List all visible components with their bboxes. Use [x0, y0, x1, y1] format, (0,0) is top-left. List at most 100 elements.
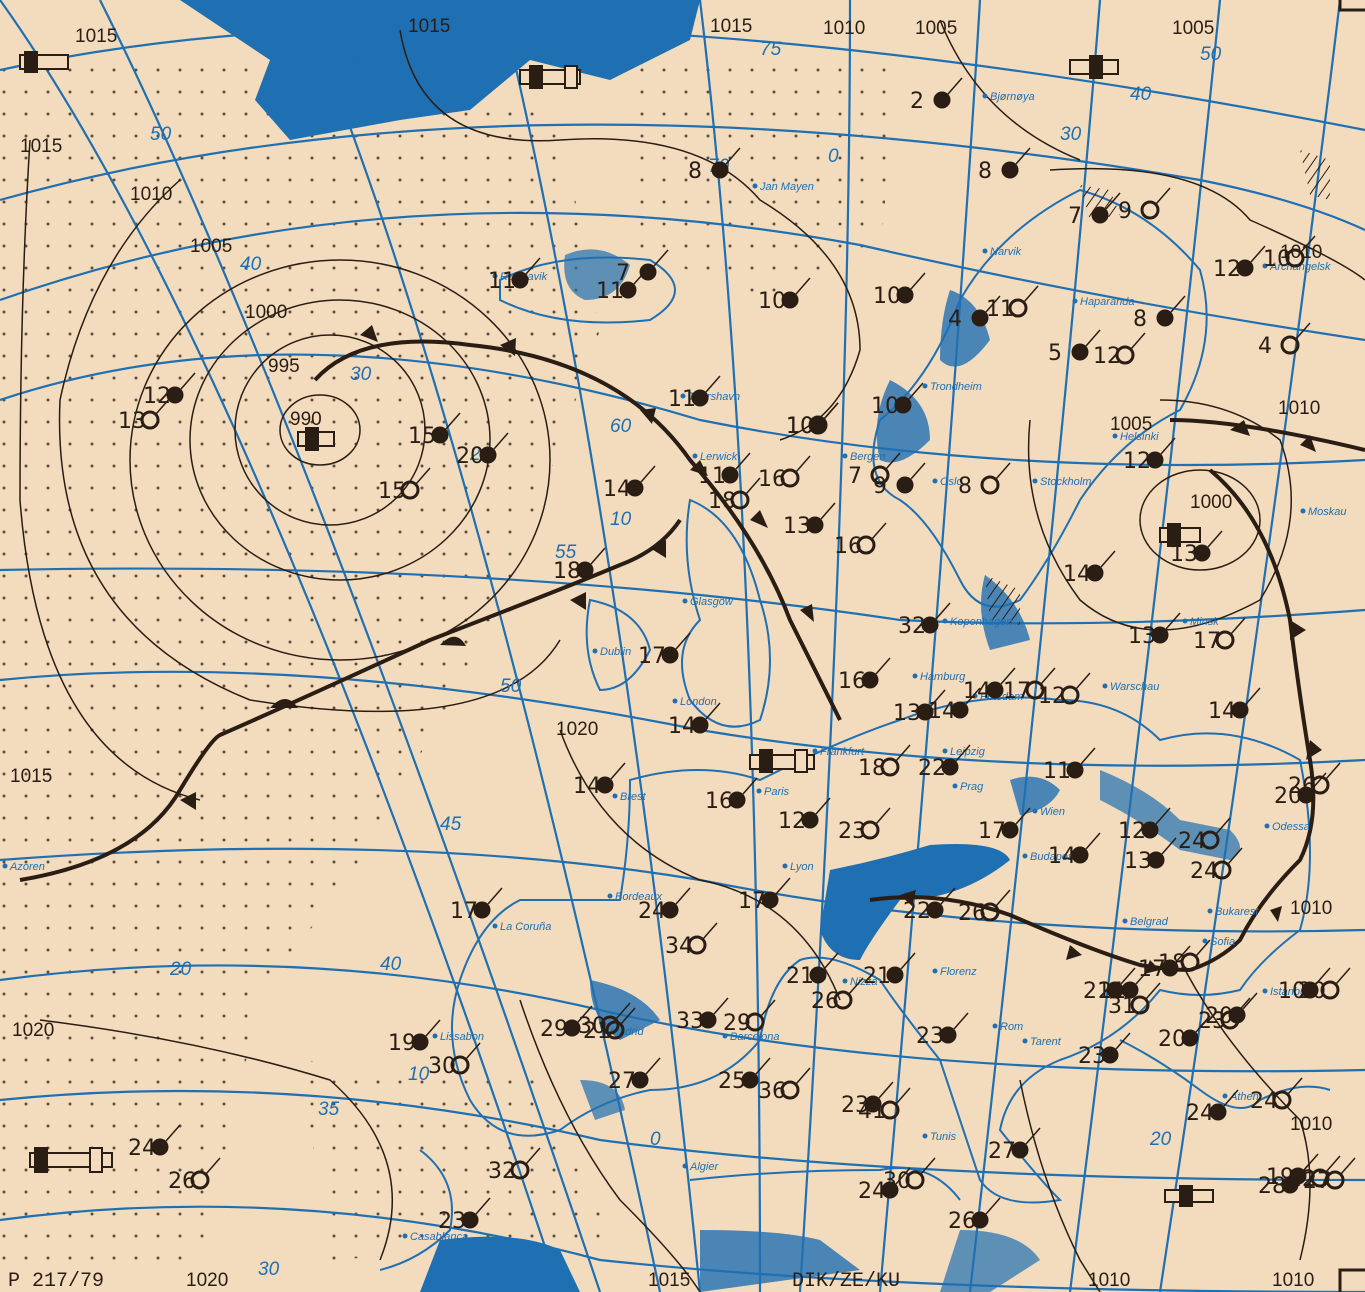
isobar-1010-turkey [1179, 959, 1311, 1261]
station-circle-clear [1140, 200, 1160, 220]
isobar-label: 1000 [245, 302, 287, 323]
wind-barb [900, 952, 916, 970]
station-circle-overcast [971, 309, 989, 327]
station-plot: 36 [758, 1067, 811, 1104]
wind-barb [1207, 530, 1223, 548]
station-plot: 15 [408, 412, 461, 449]
station-temperature: 24 [1186, 1101, 1214, 1126]
place-label: Leipzig [950, 746, 986, 758]
station-plot: 20 [1205, 992, 1258, 1029]
isobar-1020-france [559, 729, 841, 1001]
isobar-label: 1015 [10, 766, 52, 787]
station-circle-clear [980, 902, 1000, 922]
wind-barb [1325, 1155, 1341, 1173]
station-plot: 13 [783, 502, 836, 539]
grid-label: 30 [350, 364, 372, 385]
place-label: Bjørnøya [990, 91, 1035, 103]
place-dot [682, 598, 688, 604]
isobar-label: 1020 [12, 1020, 54, 1041]
station-temperature: 21 [1083, 979, 1111, 1004]
station-circle-overcast [1193, 544, 1211, 562]
station-circle-overcast [1071, 846, 1089, 864]
place-marker: Budapest [1022, 851, 1077, 863]
wind-barb [415, 467, 431, 485]
station-circle-overcast [806, 516, 824, 534]
place-label: Tunis [930, 1131, 957, 1143]
station-circle-overcast [951, 701, 969, 719]
station-temperature: 7 [1068, 204, 1082, 229]
station-circle-overcast [1228, 1006, 1246, 1024]
station-plot: 15 [378, 467, 431, 504]
station-circle-overcast [1289, 1167, 1307, 1185]
station-temperature: 30 [428, 1054, 456, 1079]
station-plot: 9 [873, 462, 926, 499]
place-label: Archangelsk [1269, 261, 1331, 273]
place-marker: Hamburg [912, 671, 966, 683]
station-circle-clear [1320, 980, 1340, 1000]
place-dot [942, 618, 948, 624]
station-circle-clear [687, 935, 707, 955]
station-plot: 21 [863, 952, 916, 989]
front-symbols [180, 325, 1322, 974]
place-marker: Narvik [982, 246, 1022, 258]
station-temperature: 19 [388, 1031, 416, 1056]
frame-corner-top-right [1338, 0, 1365, 12]
wind-barb [1175, 945, 1191, 963]
wind-barb [1245, 687, 1261, 705]
place-label: Warschau [1110, 681, 1159, 693]
front-northeast [1169, 418, 1365, 452]
station-temperature: 27 [988, 1139, 1016, 1164]
grid-label: 60 [610, 416, 632, 437]
place-marker: Wien [1032, 806, 1065, 818]
station-circle-overcast [886, 966, 904, 984]
station-temperature: 21 [863, 964, 891, 989]
wind-barb [1025, 1127, 1041, 1145]
place-dot [1122, 918, 1128, 924]
station-circle-overcast [986, 681, 1004, 699]
isobar-1000 [189, 299, 491, 581]
wind-barb [735, 452, 751, 470]
place-label: Paris [764, 786, 790, 798]
place-marker: Warschau [1102, 681, 1159, 693]
place-dot [592, 648, 598, 654]
pressure-symbol-finland [1159, 523, 1201, 547]
station-temperature: 17 [450, 899, 478, 924]
place-marker: Kopenhagen [942, 616, 1012, 628]
place-dot [722, 1033, 728, 1039]
place-marker: Lissabon [432, 1031, 484, 1043]
station-plot: 30 [428, 1042, 481, 1079]
place-marker: Algier [682, 1161, 719, 1173]
station-temperature: 14 [1048, 844, 1076, 869]
grid-label: 35 [318, 1099, 340, 1120]
station-temperature: 30 [578, 1014, 606, 1039]
wind-barb [1145, 982, 1161, 1000]
place-label: Budapest [1030, 851, 1077, 863]
danube-plain [1100, 770, 1240, 860]
place-label: Florenz [940, 966, 977, 978]
station-temperature: 23 [1198, 1009, 1226, 1034]
station-plot: 33 [676, 997, 729, 1034]
place-marker: Brest [612, 791, 647, 803]
station-plot: 12 [1118, 807, 1171, 844]
place-dot [922, 383, 928, 389]
station-circle-overcast [1106, 981, 1124, 999]
wind-barb [760, 999, 776, 1017]
cold-front-southwest [19, 518, 682, 882]
place-dot [402, 1233, 408, 1239]
place-dot [812, 748, 818, 754]
station-temperature: 7 [848, 464, 862, 489]
wind-barb [1311, 772, 1327, 790]
station-circle-overcast [661, 901, 679, 919]
place-marker: Bordeaux [607, 891, 663, 903]
station-plot: 32 [488, 1147, 541, 1184]
isobar-label: 1020 [186, 1270, 228, 1291]
wind-barb [1105, 192, 1121, 210]
place-dot [1022, 1038, 1028, 1044]
station-plot: 11 [668, 375, 721, 412]
station-plot: 10 [873, 272, 926, 309]
place-label: Minsk [1190, 616, 1219, 628]
station-temperature: 13 [893, 701, 921, 726]
station-plot: 12 [1123, 437, 1176, 474]
place-marker: Bukarest [1207, 906, 1259, 918]
wind-barb [1135, 967, 1151, 985]
